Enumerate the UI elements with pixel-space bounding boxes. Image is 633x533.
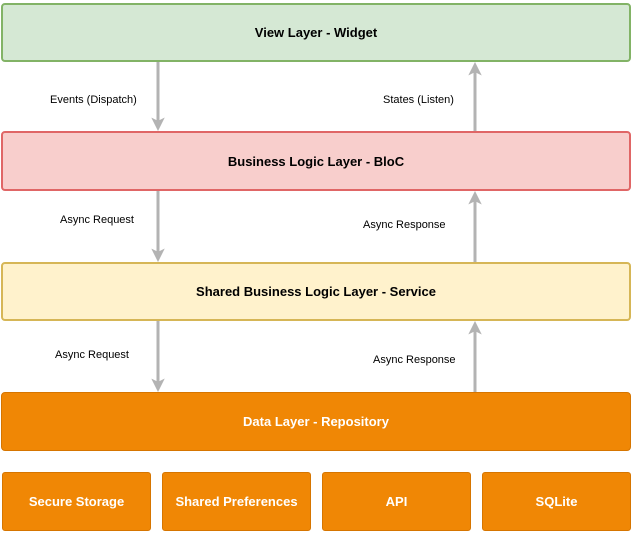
events-label: Events (Dispatch) [50, 94, 137, 106]
async-response-label: Async Response [373, 354, 456, 366]
api-label: API [385, 494, 408, 509]
api-box: API [322, 472, 471, 531]
bloc-layer-label: Business Logic Layer - BloC [227, 153, 405, 169]
view-layer-label: View Layer - Widget [254, 25, 378, 40]
data-layer-label: Data Layer - Repository [243, 414, 389, 429]
service-layer-label: Shared Business Logic Layer - Service [196, 284, 436, 299]
async-request-label: Async Request [55, 349, 129, 361]
sqlite-box: SQLite [482, 472, 631, 531]
states-label: States (Listen) [383, 94, 454, 106]
service-layer-box: Shared Business Logic Layer - Service [1, 262, 631, 321]
data-layer-box: Data Layer - Repository [1, 392, 631, 451]
async-response-label: Async Response [363, 219, 446, 231]
shared-preferences-box: Shared Preferences [162, 472, 311, 531]
secure-storage-box: Secure Storage [2, 472, 151, 531]
bloc-layer-box: Business Logic Layer - BloC [1, 131, 631, 191]
view-layer-box: View Layer - Widget [1, 3, 631, 62]
sqlite-label: SQLite [535, 494, 578, 509]
shared-preferences-label: Shared Preferences [175, 494, 298, 509]
async-request-label: Async Request [60, 214, 134, 226]
secure-storage-label: Secure Storage [28, 494, 125, 509]
